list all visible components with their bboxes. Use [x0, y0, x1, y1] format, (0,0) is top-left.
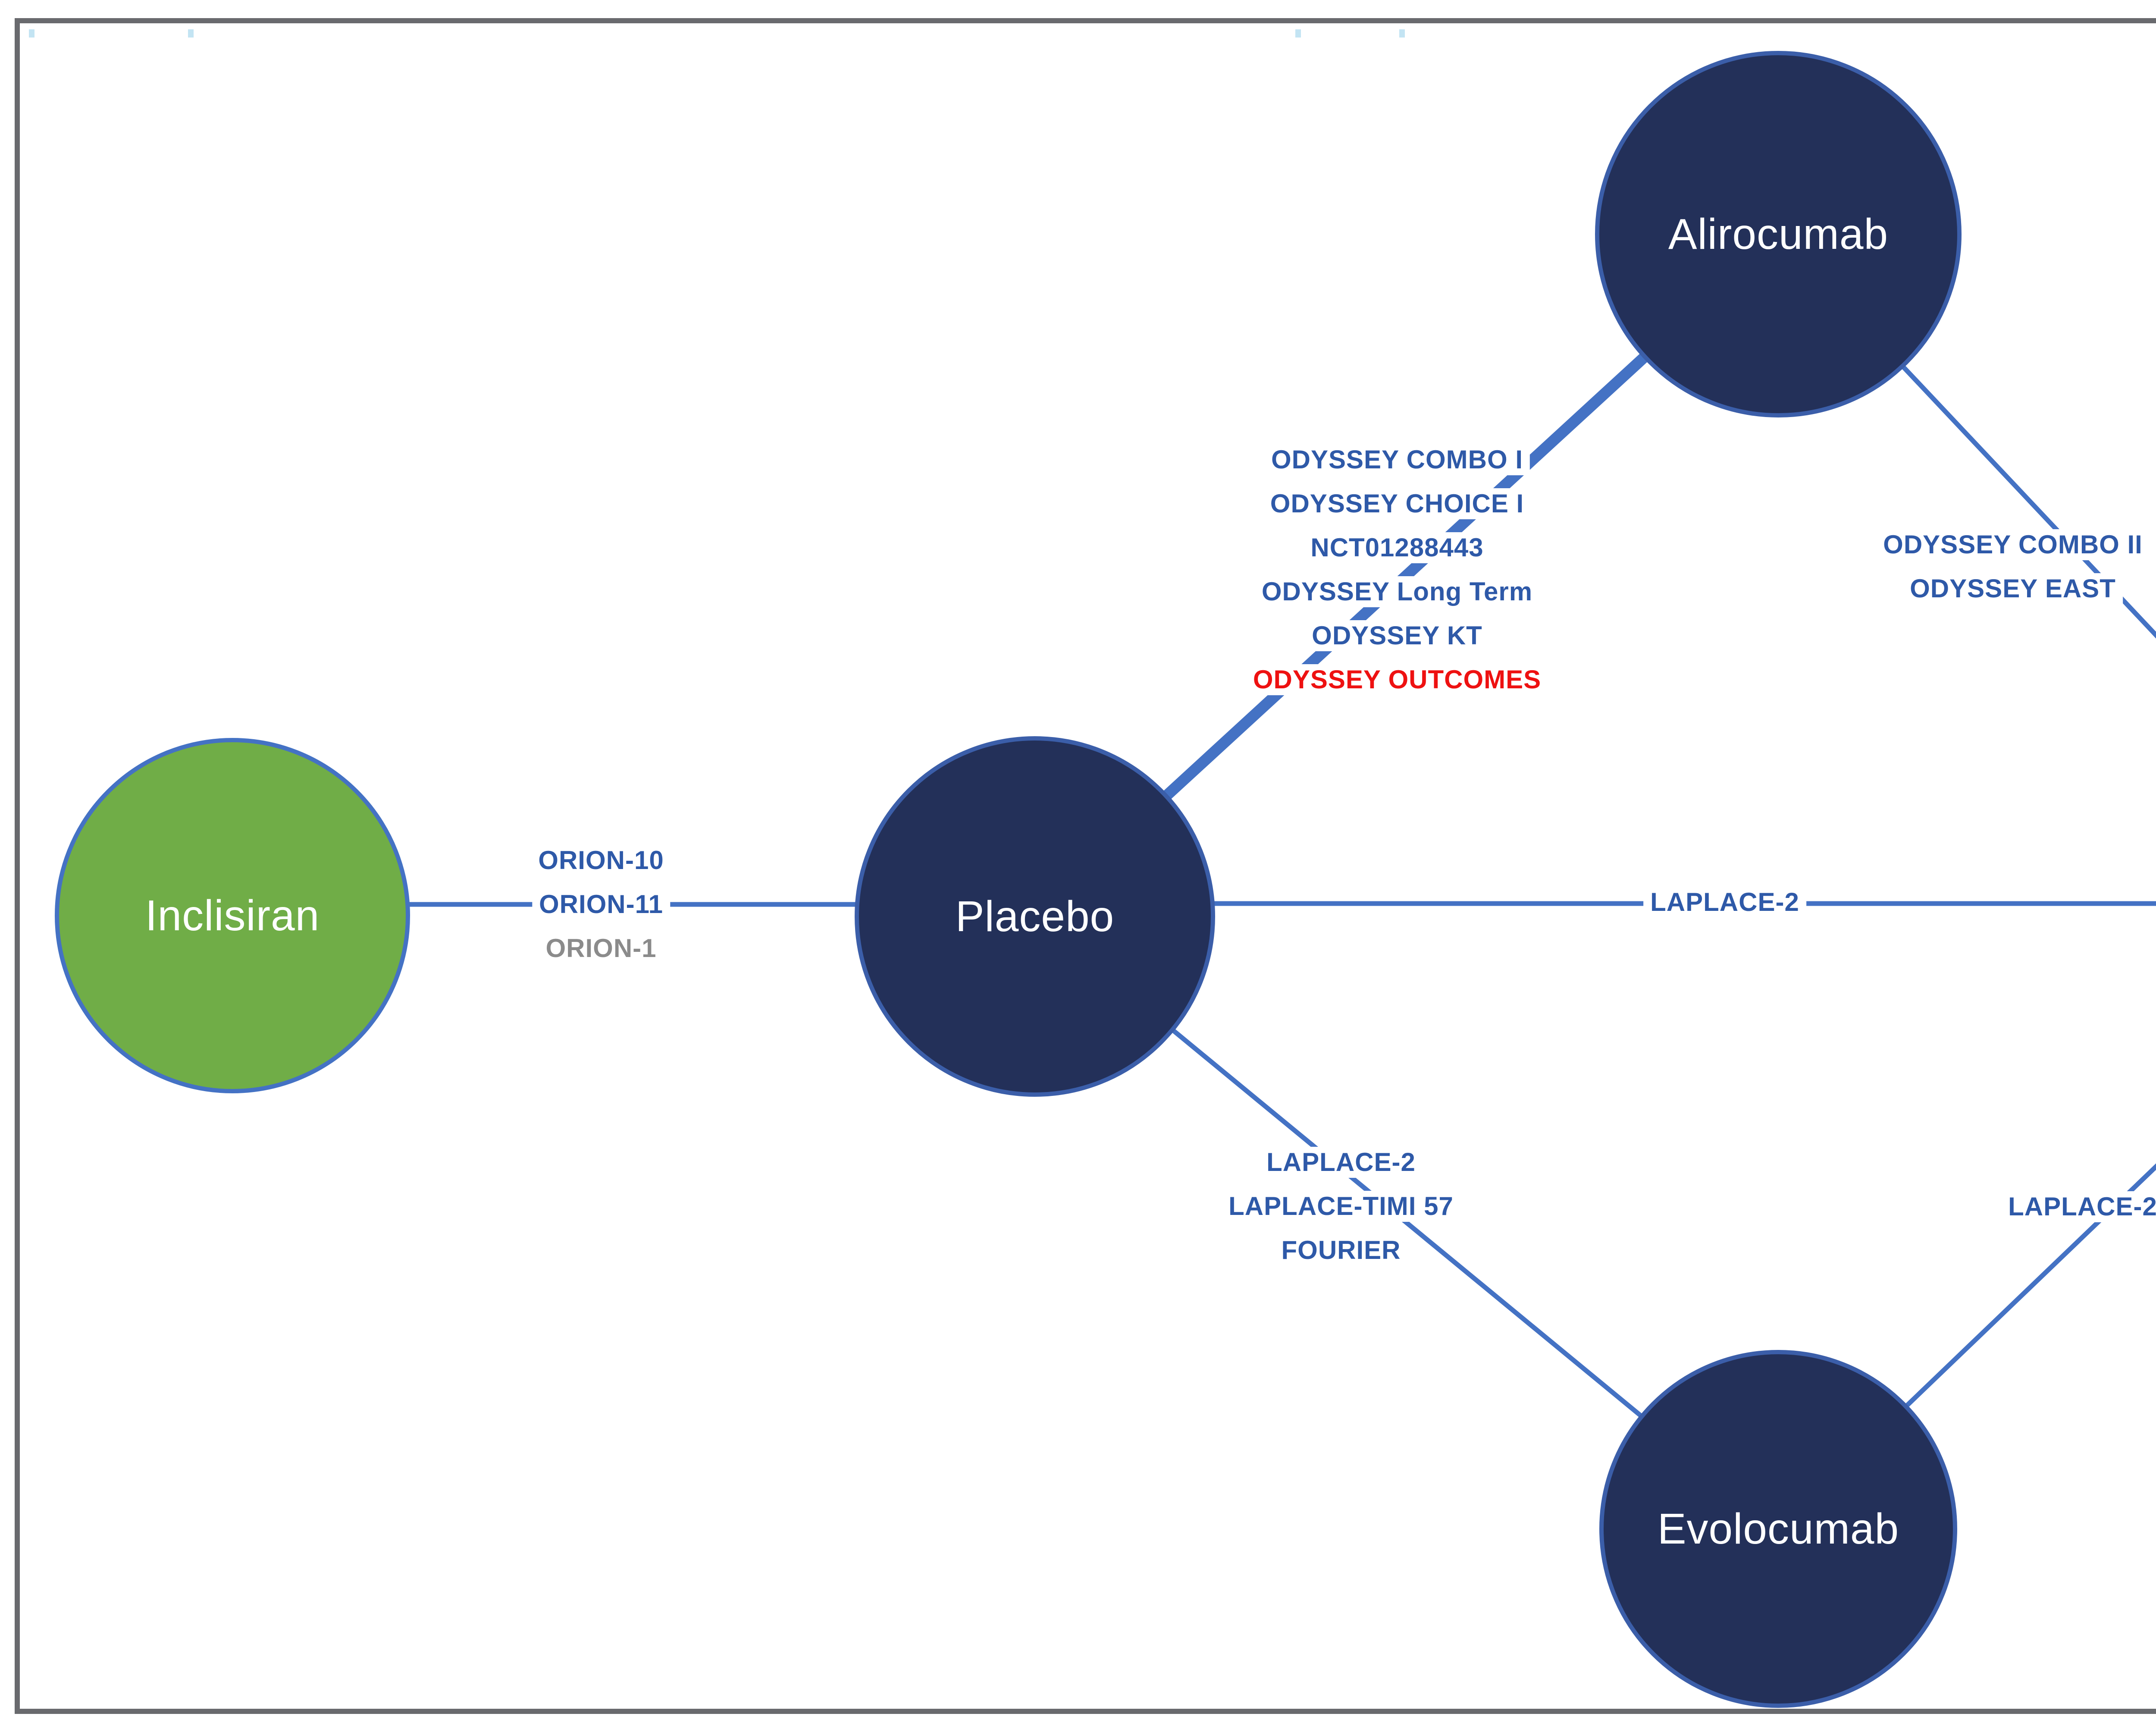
- trial-label: LAPLACE-2: [2001, 1191, 2156, 1222]
- node-label: Alirocumab: [1668, 210, 1889, 258]
- trials-placebo-evolocumab: LAPLACE-2 LAPLACE-TIMI 57 FOURIER: [1222, 1147, 1460, 1266]
- trials-inclisiran-placebo: ORION-10 ORION-11 ORION-1: [531, 845, 671, 964]
- trial-label: LAPLACE-2: [1260, 1147, 1423, 1178]
- node-placebo: Placebo: [855, 736, 1215, 1097]
- node-alirocumab: Alirocumab: [1595, 51, 1962, 417]
- trials-placebo-ezetimibe: LAPLACE-2: [1643, 887, 1806, 918]
- trial-label: ORION-11: [532, 889, 671, 920]
- node-label: Evolocumab: [1657, 1504, 1899, 1553]
- trial-label: LAPLACE-2: [1643, 887, 1806, 918]
- trial-label: FOURIER: [1274, 1235, 1408, 1266]
- trial-label: NCT01288443: [1304, 532, 1491, 563]
- node-evolocumab: Evolocumab: [1599, 1350, 1957, 1708]
- trial-label: ORION-1: [539, 933, 664, 964]
- trial-label-highlighted: ODYSSEY OUTCOMES: [1246, 664, 1548, 695]
- trials-alirocumab-ezetimibe: ODYSSEY COMBO II ODYSSEY EAST: [1876, 529, 2150, 604]
- smudge-mark: [1295, 29, 1301, 38]
- smudge-mark: [1399, 29, 1405, 38]
- trial-label: ODYSSEY Long Term: [1254, 576, 1540, 607]
- node-label: Inclisiran: [145, 891, 320, 940]
- node-inclisiran: Inclisiran: [55, 738, 410, 1093]
- smudge-mark: [29, 29, 34, 38]
- trial-label: ORION-10: [531, 845, 671, 876]
- trial-label: LAPLACE-TIMI 57: [1222, 1191, 1460, 1222]
- node-label: Placebo: [955, 892, 1115, 941]
- smudge-mark: [188, 29, 194, 38]
- trial-label: ODYSSEY COMBO II: [1876, 529, 2150, 560]
- trial-label: ODYSSEY KT: [1305, 620, 1489, 651]
- trial-label: ODYSSEY EAST: [1903, 573, 2123, 604]
- trial-label: ODYSSEY COMBO I: [1264, 444, 1530, 475]
- trial-label: ODYSSEY CHOICE I: [1263, 488, 1531, 519]
- trials-placebo-alirocumab: ODYSSEY COMBO I ODYSSEY CHOICE I NCT0128…: [1246, 444, 1548, 695]
- trials-evolocumab-ezetimibe: LAPLACE-2: [2001, 1191, 2156, 1222]
